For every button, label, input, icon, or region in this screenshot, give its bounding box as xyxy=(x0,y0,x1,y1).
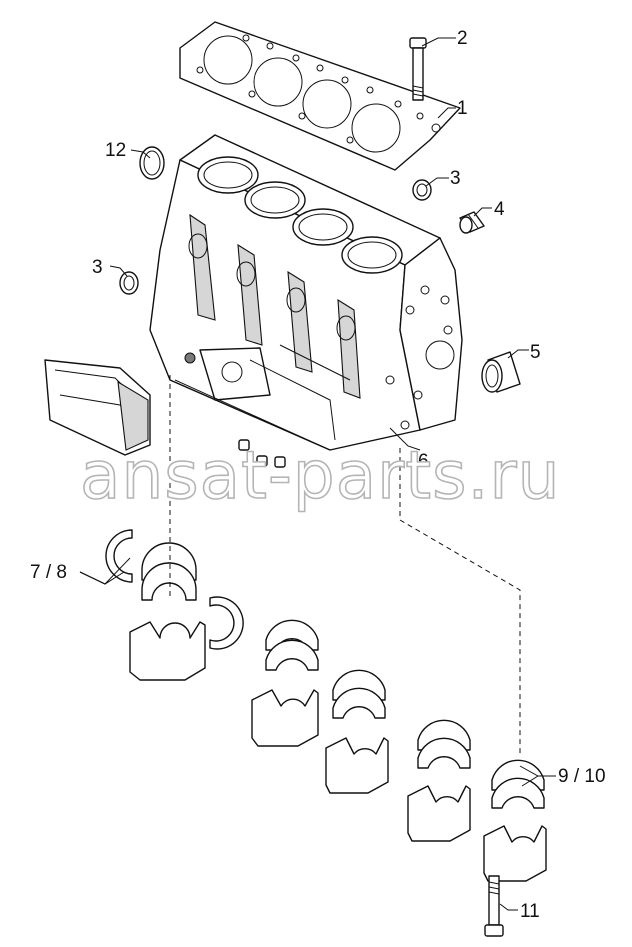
plug-left xyxy=(119,271,139,295)
head-gasket xyxy=(179,21,461,171)
bearing-set-1 xyxy=(129,542,206,681)
callout-labels: 2 1 12 3 4 3 5 6 7 / 8 9 / 10 11 xyxy=(30,28,606,922)
head-bolt xyxy=(409,37,427,101)
cylinder-block xyxy=(149,134,463,451)
callout-4: 4 xyxy=(494,199,505,220)
small-plugs xyxy=(238,439,286,468)
bearing-set-3 xyxy=(325,669,389,794)
bearing-set-5 xyxy=(483,759,547,882)
bearing-set-2 xyxy=(251,619,319,747)
callout-7-8: 7 / 8 xyxy=(30,562,67,583)
plug-sleeve xyxy=(459,211,485,234)
callout-12: 12 xyxy=(105,140,126,161)
thrust-washers xyxy=(105,529,244,650)
callout-3-left: 3 xyxy=(92,257,103,278)
alignment-lines xyxy=(169,375,521,755)
callout-5: 5 xyxy=(530,342,541,363)
callout-2: 2 xyxy=(457,28,468,49)
leader-lines xyxy=(79,37,556,911)
plug-upper xyxy=(412,179,432,201)
callout-6: 6 xyxy=(418,451,429,472)
skirt-bracket xyxy=(44,359,151,456)
callout-11: 11 xyxy=(520,901,540,922)
o-ring xyxy=(139,146,165,180)
bearing-set-4 xyxy=(407,719,471,842)
cap-bolt xyxy=(484,875,504,937)
callout-1: 1 xyxy=(457,98,468,119)
callout-9-10: 9 / 10 xyxy=(558,766,606,787)
bushing xyxy=(481,351,521,393)
watermark-text: ansat-parts.ru xyxy=(80,437,560,514)
callout-3-upper: 3 xyxy=(450,168,461,189)
